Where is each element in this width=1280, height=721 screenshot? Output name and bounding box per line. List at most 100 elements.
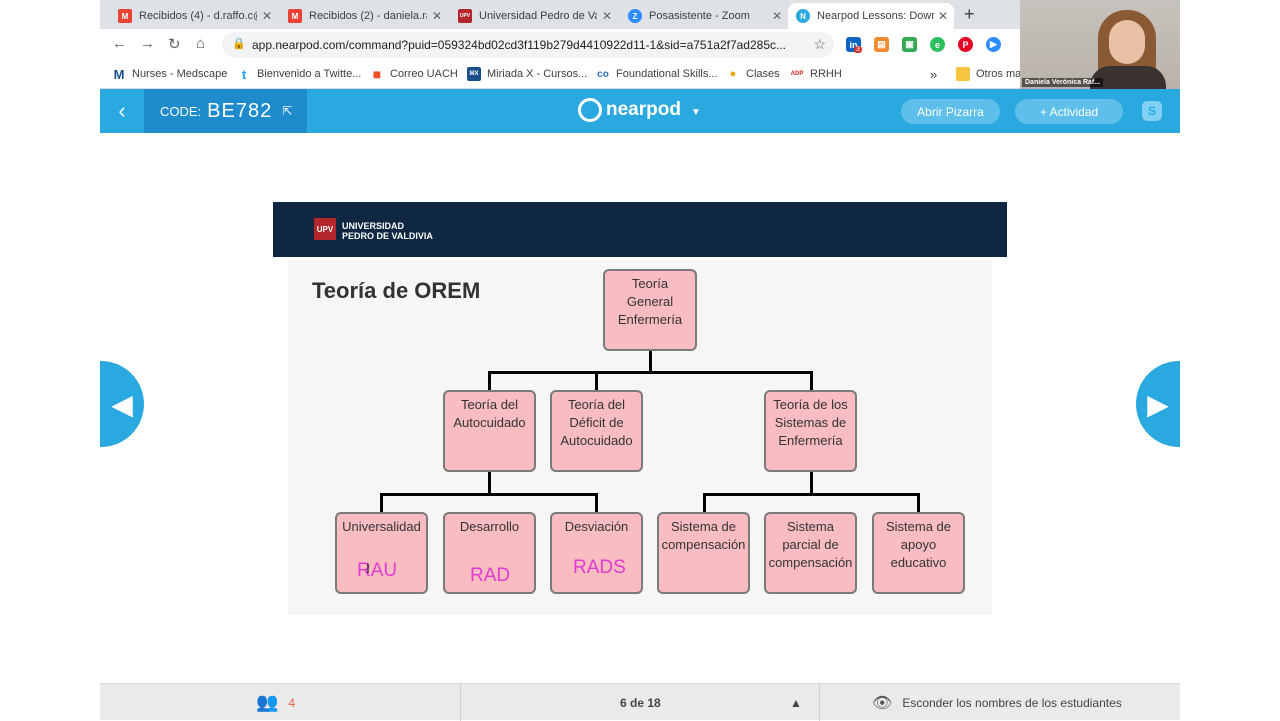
zoom-extension-icon[interactable]: ▶ [986,37,1001,52]
twitter-icon: t [241,66,247,82]
extension-badge: 3 [854,46,862,53]
node-autocuidado: Teoría del Autocuidado [443,390,536,472]
tab-title: Recibidos (4) - d.raffo.c@ [139,10,257,22]
code-label: CODE: [160,103,202,119]
hide-names-toggle[interactable]: 👁 Esconder los nombres de los estudiante… [872,684,1122,721]
bookmark-clases[interactable]: ● Clases [726,67,780,81]
connector [595,371,598,390]
node-desviacion: Desviación [550,512,643,594]
forward-icon[interactable]: → [140,35,155,52]
microsoft-icon: ■ [372,66,382,82]
upv-icon: UPV [458,9,472,23]
page-indicator: 6 de 18 [620,695,661,710]
bookmark-miriada[interactable]: MX Miriada X - Cursos... [467,67,587,81]
bookmark-label: Correo UACH [390,68,458,80]
add-activity-button[interactable]: + Actividad [1015,99,1123,124]
webcam-face [1109,20,1145,64]
arrow-left-icon: ◀ [111,388,133,420]
bookmark-label: Foundational Skills... [616,68,718,80]
node-label: Teoría General Enfermería [617,276,683,327]
url-text: app.nearpod.com/command?puid=059324bd02c… [252,38,786,52]
footer-bar: 👥 4 6 de 18 ▲ 👁 Esconder los nombres de … [100,683,1180,721]
tab-title: Universidad Pedro de Va [479,10,597,22]
extension-icon[interactable]: ▤ [874,37,889,52]
tab-gmail-1[interactable]: M Recibidos (4) - d.raffo.c@ ✕ [110,3,278,29]
nearpod-header: ‹ CODE: BE782 ⇱ nearpod ▼ Abrir Pizarra … [100,89,1180,133]
share-icon[interactable]: ⇱ [282,104,293,118]
connector [703,493,920,496]
reload-icon[interactable]: ↻ [168,36,181,53]
bookmark-label: Otros ma [976,68,1022,80]
classroom-icon: ● [729,68,737,80]
back-icon[interactable]: ← [112,35,127,52]
close-icon[interactable]: ✕ [937,9,948,23]
node-label: Teoría de los Sistemas de Enfermería [773,397,848,448]
tab-title: Posasistente - Zoom [649,10,750,22]
left-margin [0,0,100,720]
connector [810,471,813,493]
node-label: Universalidad [342,519,421,534]
s-app-icon[interactable]: S [1142,101,1162,121]
connector [595,493,598,512]
new-tab-button[interactable]: + [964,4,975,24]
bookmark-coursera[interactable]: co Foundational Skills... [596,67,718,81]
bookmark-correo[interactable]: ■ Correo UACH [370,66,458,82]
node-apoyo: Sistema de apoyo educativo [872,512,965,594]
divider [460,684,461,721]
close-icon[interactable]: ✕ [601,9,612,23]
coursera-icon: co [597,68,609,80]
node-label: Desviación [564,519,629,534]
tab-zoom[interactable]: Z Posasistente - Zoom ✕ [620,3,788,29]
tab-title: Nearpod Lessons: Down [817,10,935,22]
close-icon[interactable]: ✕ [431,9,442,23]
nearpod-logo-text: nearpod [606,99,681,120]
node-label: Teoría del Autocuidado [453,397,526,430]
bookmark-twitter[interactable]: t Bienvenido a Twitte... [237,66,362,82]
node-label: Teoría del Déficit de Autocuidado [560,397,633,448]
node-parcial: Sistema parcial de compensación [764,512,857,594]
tab-nearpod[interactable]: N Nearpod Lessons: Down ✕ [788,3,954,29]
arrow-right-icon: ▶ [1147,388,1169,420]
university-name: UNIVERSIDAD PEDRO DE VALDIVIA [342,221,433,241]
tab-upv[interactable]: UPV Universidad Pedro de Va ✕ [450,3,618,29]
connector [810,371,813,390]
tab-bar: M Recibidos (4) - d.raffo.c@ ✕ M Recibid… [100,0,1020,29]
bookmark-label: Clases [746,68,780,80]
bookmarks-overflow[interactable]: » [930,67,938,82]
expand-slides-button[interactable]: ▲ [790,684,802,721]
bookmark-label: Miriada X - Cursos... [487,68,588,80]
hide-names-label: Esconder los nombres de los estudiantes [902,695,1122,710]
adp-icon: ADP [790,71,804,77]
star-icon[interactable]: ☆ [813,36,826,52]
close-icon[interactable]: ✕ [771,9,782,23]
evernote-icon[interactable]: e [930,37,945,52]
node-deficit: Teoría del Déficit de Autocuidado [550,390,643,472]
students-count: 4 [288,695,296,710]
caret-up-icon: ▲ [790,695,802,710]
nearpod-logo[interactable]: nearpod ▼ [578,98,701,122]
nearpod-logo-icon [578,98,602,122]
eye-slash-icon: 👁 [872,694,893,712]
node-label: Sistema parcial de compensación [768,519,853,570]
bookmark-label: Bienvenido a Twitte... [257,68,362,80]
chevron-down-icon[interactable]: ▼ [690,106,701,118]
address-bar[interactable]: 🔒 app.nearpod.com/command?puid=059324bd0… [222,32,834,58]
close-icon[interactable]: ✕ [261,9,272,23]
prev-slide-button[interactable]: ◀ [100,361,144,447]
open-whiteboard-button[interactable]: Abrir Pizarra [901,99,1000,124]
miriada-icon: MX [467,67,481,81]
connector [649,350,652,371]
divider [819,684,820,721]
node-label: Sistema de apoyo educativo [885,519,952,570]
pinterest-icon[interactable]: P [958,37,973,52]
home-icon[interactable]: ⌂ [196,35,206,52]
connector [488,471,491,493]
tab-gmail-2[interactable]: M Recibidos (2) - daniela.ra ✕ [280,3,448,29]
students-button[interactable]: 👥 4 [256,684,295,721]
back-chevron-icon[interactable]: ‹ [118,98,126,123]
next-slide-button[interactable]: ▶ [1136,361,1180,447]
bookmark-other[interactable]: Otros ma [956,67,1021,81]
extension-icon[interactable]: ▣ [902,37,917,52]
